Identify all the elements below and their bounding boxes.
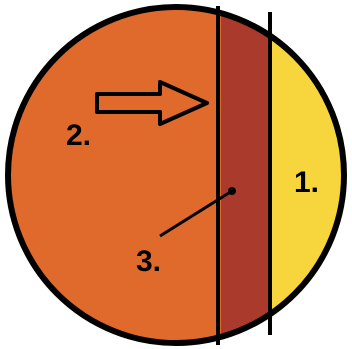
dark-band — [221, 0, 271, 349]
label-2: 2. — [66, 119, 91, 152]
label-1: 1. — [294, 166, 319, 199]
label-3: 3. — [136, 245, 161, 278]
